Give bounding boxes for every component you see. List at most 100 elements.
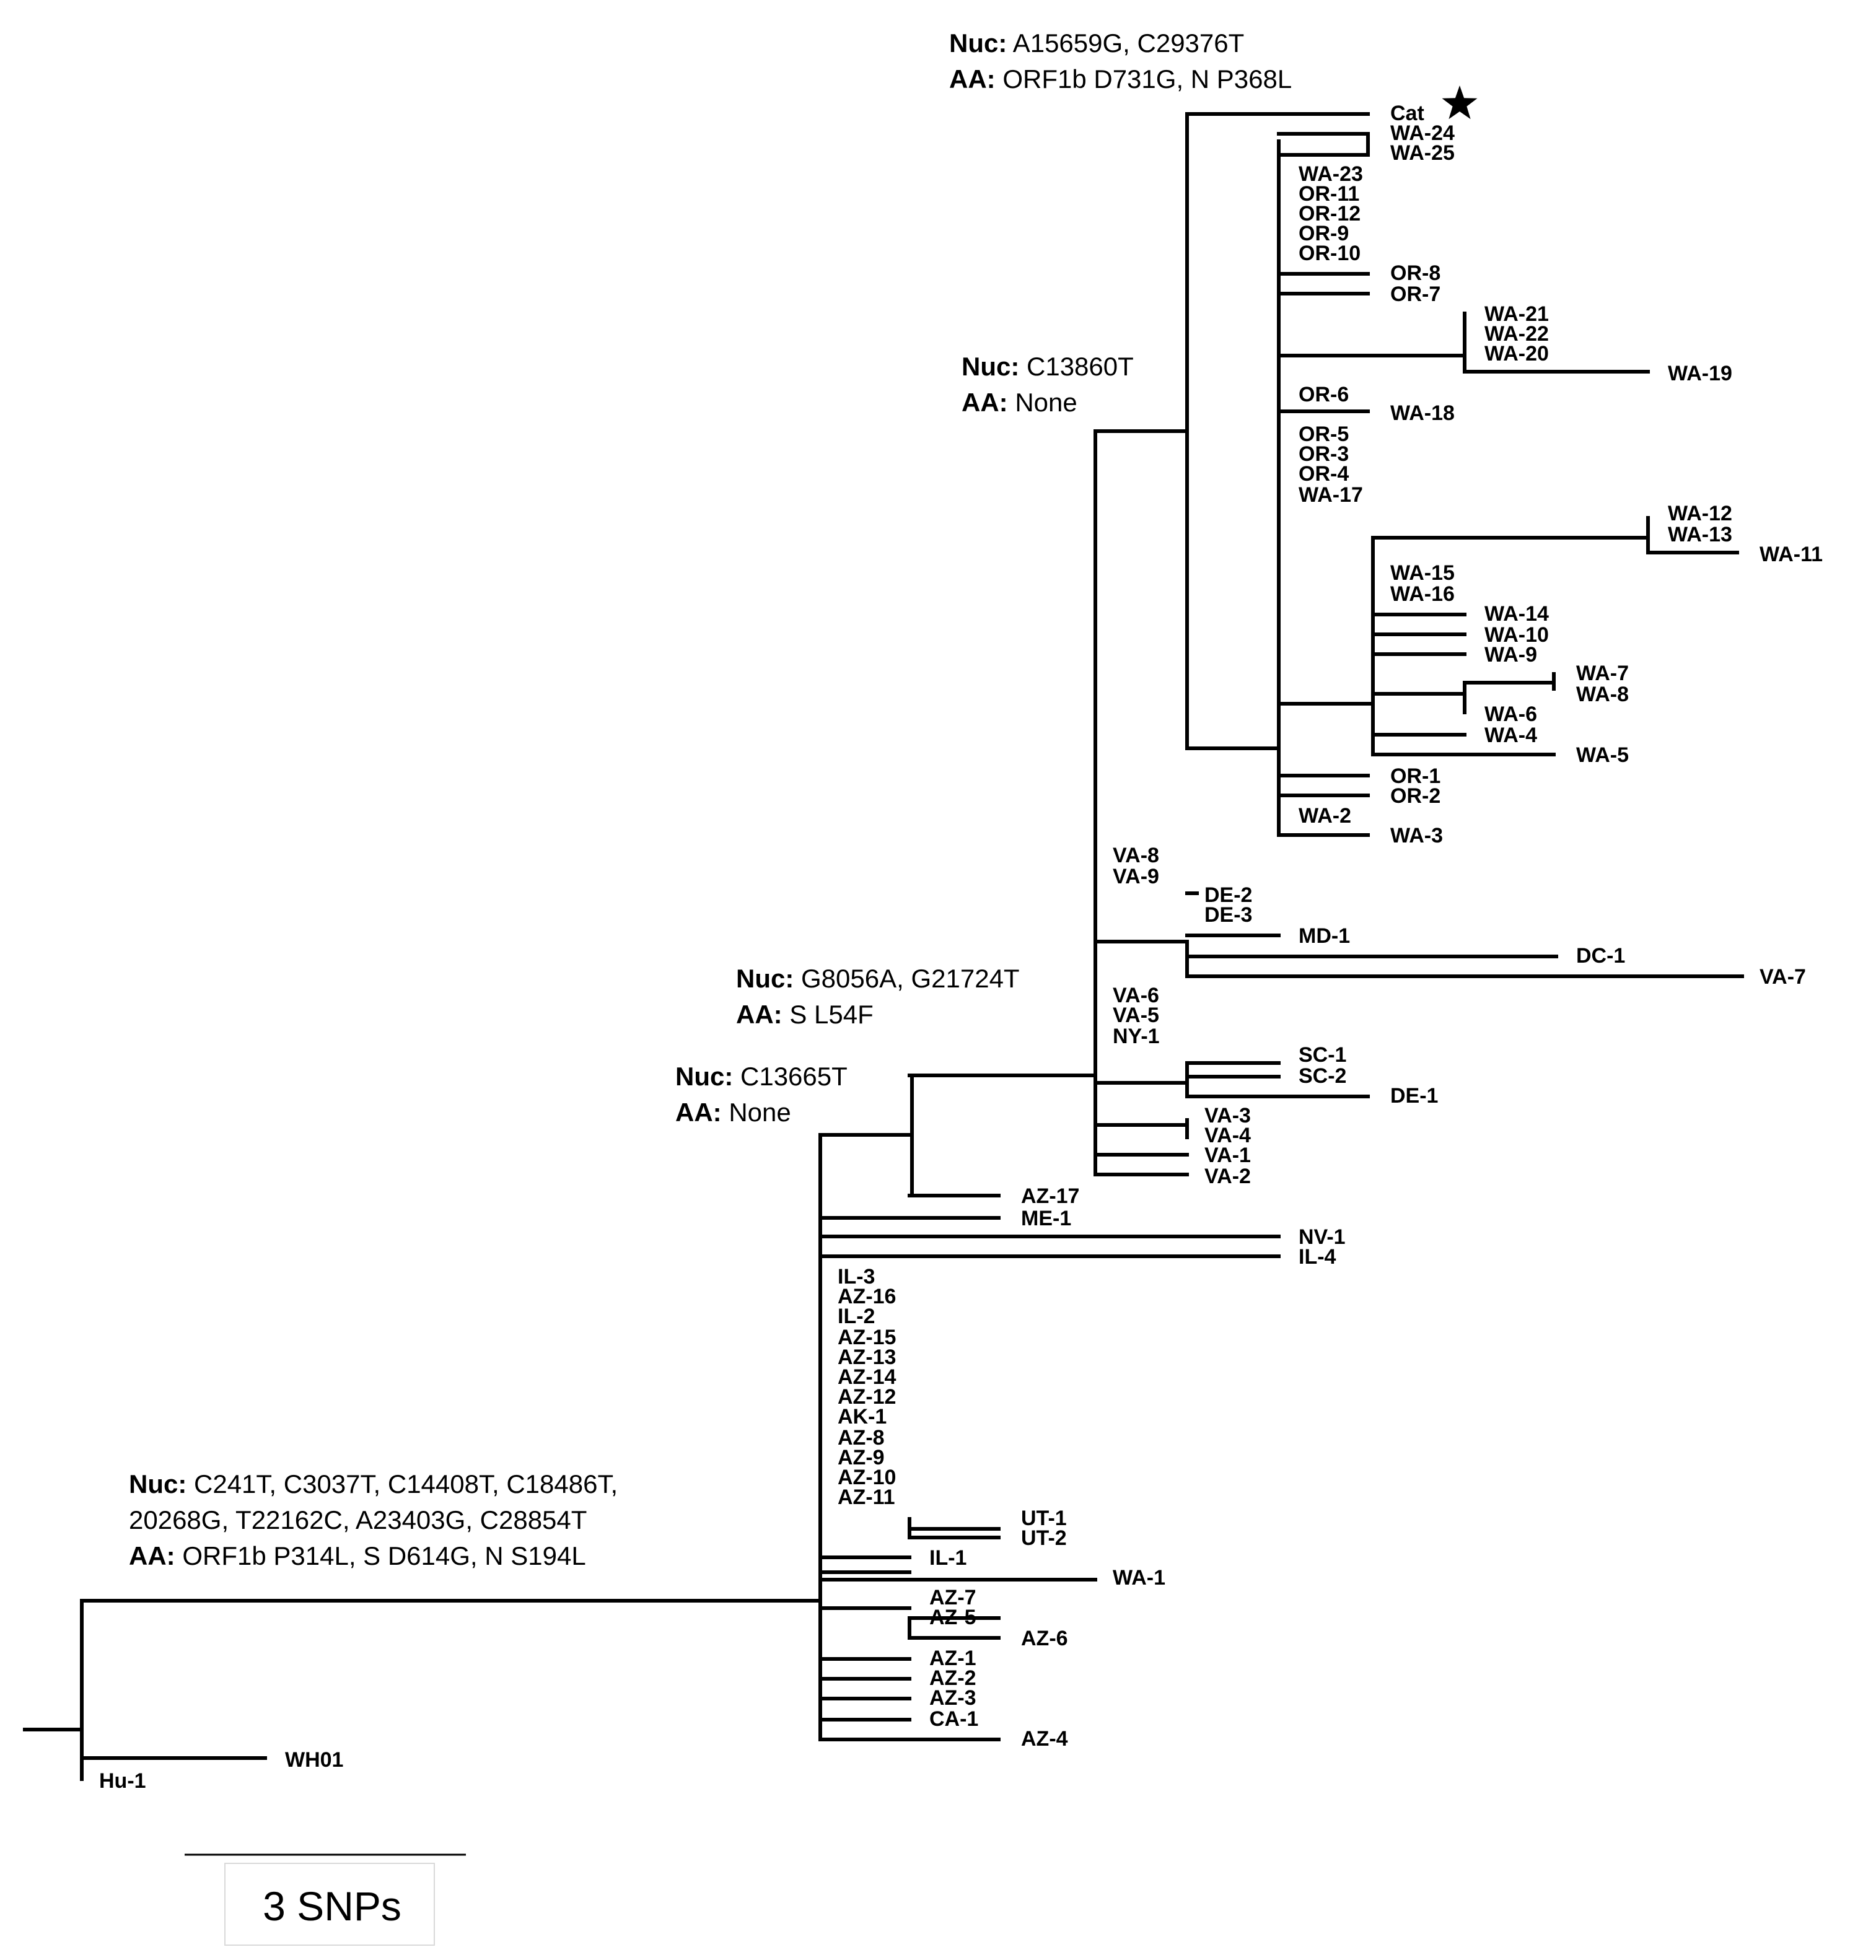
tip-label: WH01 (285, 1748, 343, 1772)
annotation-line: AA: ORF1b D731G, N P368L (949, 64, 1292, 94)
tip-label: OR-7 (1390, 282, 1440, 306)
annotation-line: AA: None (962, 388, 1077, 417)
tip-label: DE-3 (1204, 903, 1252, 927)
tip-label: OR-11 (1299, 182, 1359, 206)
tip-label: OR-5 (1299, 422, 1349, 446)
tip-label: SC-2 (1299, 1064, 1346, 1088)
tip-label: WA-20 (1484, 342, 1549, 365)
tip-label: ME-1 (1021, 1207, 1071, 1230)
scale-bar: 3 SNPs (185, 1853, 466, 1946)
tip-label: AZ-2 (929, 1666, 976, 1690)
tip-label: OR-12 (1299, 202, 1361, 225)
tip-label: WA-17 (1299, 483, 1363, 507)
tip-label: UT-1 (1021, 1507, 1067, 1530)
star-icon (1442, 85, 1478, 120)
tip-label: WA-15 (1390, 561, 1455, 585)
tip-label: NY-1 (1113, 1025, 1160, 1048)
tip-label: AZ-8 (838, 1426, 885, 1450)
tip-label: Hu-1 (99, 1769, 146, 1793)
tip-label: UT-2 (1021, 1526, 1067, 1550)
tip-label: OR-4 (1299, 462, 1349, 486)
tip-label: VA-8 (1113, 844, 1159, 867)
tip-label: OR-2 (1390, 784, 1440, 808)
tip-label: AZ-17 (1021, 1184, 1079, 1208)
tip-label: IL-2 (838, 1305, 875, 1328)
tip-label: AZ-13 (838, 1345, 896, 1369)
tip-label: WA-11 (1760, 543, 1823, 566)
tip-label: WA-21 (1484, 302, 1549, 326)
tip-label: AZ-11 (838, 1485, 895, 1509)
annotation-line: Nuc: A15659G, C29376T (949, 28, 1244, 58)
tip-label: WA-10 (1484, 623, 1549, 647)
annotation-line: Nuc: C13665T (675, 1062, 848, 1091)
tip-label: AZ-1 (929, 1647, 976, 1670)
tip-label: AZ-3 (929, 1686, 976, 1710)
tip-label: OR-8 (1390, 261, 1440, 285)
tip-label: OR-6 (1299, 383, 1349, 406)
tip-label: WA-23 (1299, 162, 1363, 186)
tip-label: AZ-12 (838, 1385, 896, 1409)
tip-label: VA-9 (1113, 865, 1159, 888)
tip-label: WA-19 (1668, 362, 1732, 385)
tip-label: AZ-16 (838, 1285, 896, 1308)
tip-label: WA-2 (1299, 804, 1351, 828)
mutation-annotations: Nuc: A15659G, C29376T AA: ORF1b D731G, N … (129, 28, 1292, 1570)
tip-label: AZ-9 (838, 1446, 885, 1469)
tip-label: DE-2 (1204, 883, 1252, 907)
tip-label: VA-5 (1113, 1004, 1159, 1027)
tip-label: IL-4 (1299, 1245, 1336, 1269)
tip-label: WA-3 (1390, 824, 1443, 847)
tip-label: WA-16 (1390, 582, 1455, 606)
tip-label: WA-24 (1390, 121, 1455, 145)
annotation-line: AA: S L54F (736, 1000, 874, 1029)
tip-label: WA-6 (1484, 702, 1537, 726)
tip-label: WA-5 (1576, 743, 1629, 767)
scale-label-box (224, 1863, 435, 1946)
tip-label: AK-1 (838, 1405, 887, 1428)
tip-label: WA-22 (1484, 322, 1549, 346)
tip-label: WA-1 (1113, 1566, 1165, 1590)
annotation-line: 20268G, T22162C, A23403G, C28854T (129, 1505, 587, 1534)
tree-branches (23, 112, 1744, 1781)
tip-label: AZ-15 (838, 1326, 896, 1349)
tip-label: OR-9 (1299, 222, 1349, 245)
tip-label: DC-1 (1576, 944, 1625, 968)
tip-label: IL-3 (838, 1265, 875, 1288)
annotation-line: Nuc: C241T, C3037T, C14408T, C18486T, (129, 1469, 618, 1498)
tip-labels: CatWA-24WA-25WA-23OR-11OR-12OR-9OR-10OR-… (99, 102, 1823, 1793)
tip-label: WA-7 (1576, 662, 1629, 685)
tip-label: VA-6 (1113, 984, 1159, 1007)
tip-label: AZ-14 (838, 1365, 896, 1389)
tip-label: DE-1 (1390, 1084, 1438, 1108)
tip-label: WA-25 (1390, 141, 1455, 165)
cat-marker (1442, 85, 1478, 120)
annotation-line: Nuc: C13860T (962, 352, 1134, 381)
tip-label: CA-1 (929, 1707, 978, 1731)
tip-label: WA-14 (1484, 602, 1549, 626)
tip-label: OR-1 (1390, 764, 1440, 788)
tip-label: VA-2 (1204, 1165, 1251, 1188)
annotation-line: Nuc: G8056A, G21724T (736, 964, 1020, 993)
tip-label: VA-4 (1204, 1124, 1251, 1147)
tip-label: AZ-4 (1021, 1727, 1068, 1751)
annotation-line: AA: ORF1b P314L, S D614G, N S194L (129, 1541, 586, 1570)
annotation-line: AA: None (675, 1098, 791, 1127)
tip-label: WA-13 (1668, 523, 1732, 546)
tip-label: VA-7 (1760, 965, 1806, 989)
tip-label: WA-18 (1390, 401, 1455, 425)
tip-label: OR-3 (1299, 442, 1349, 466)
tip-label: WA-4 (1484, 724, 1537, 747)
tip-label: MD-1 (1299, 924, 1350, 948)
scale-label: 3 SNPs (263, 1883, 401, 1929)
tip-label: AZ-5 (929, 1606, 976, 1629)
tip-label: SC-1 (1299, 1043, 1346, 1067)
tip-label: VA-3 (1204, 1104, 1251, 1127)
tip-label: WA-9 (1484, 643, 1537, 667)
tip-label: AZ-7 (929, 1586, 976, 1609)
tip-label: NV-1 (1299, 1225, 1346, 1249)
tip-label: VA-1 (1204, 1144, 1251, 1167)
tip-label: Cat (1390, 102, 1424, 125)
tip-label: WA-12 (1668, 502, 1732, 525)
tip-label: IL-1 (929, 1546, 966, 1570)
